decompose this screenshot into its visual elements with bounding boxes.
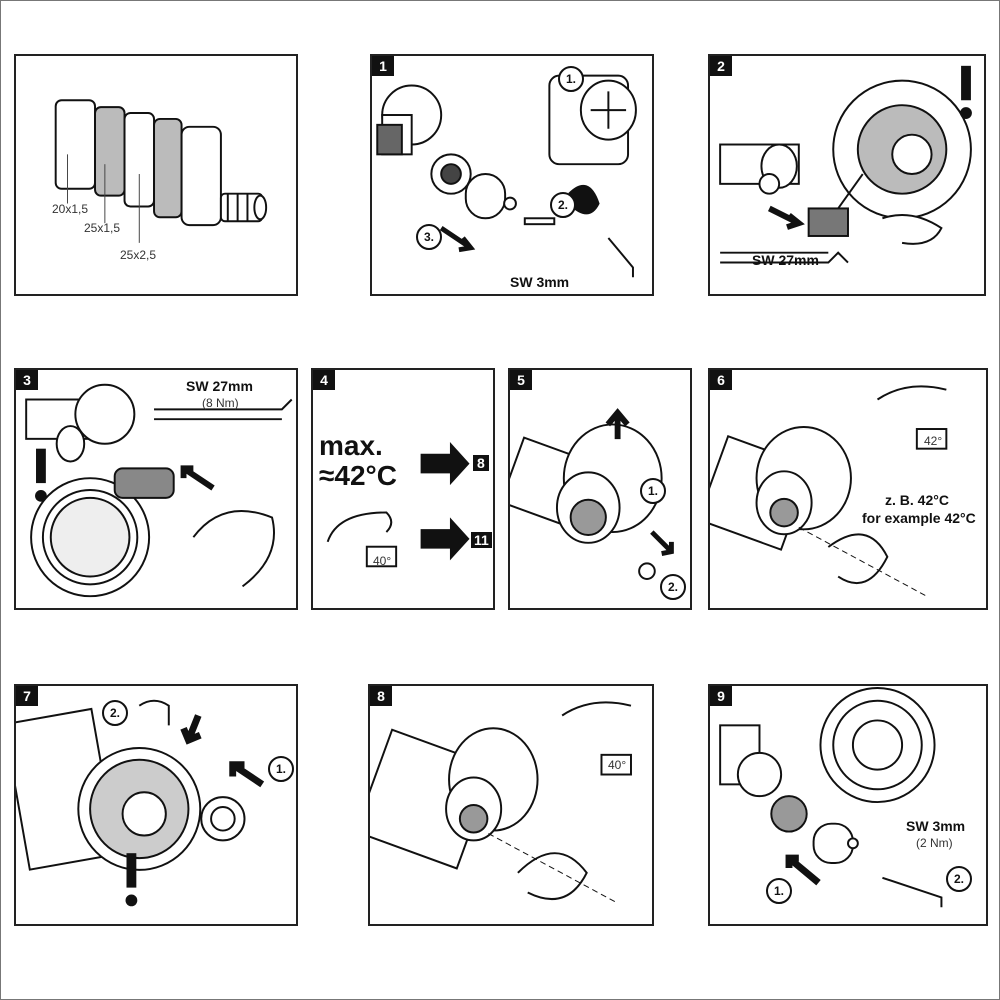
tool-label: SW 3mm	[906, 818, 966, 834]
step-number: 7	[16, 686, 38, 706]
step-number: 8	[370, 686, 392, 706]
panel-step-5: 5 1. 2.	[508, 368, 692, 610]
goto-step-a: 8	[473, 455, 489, 471]
step-marker-2: 2.	[660, 574, 686, 600]
example-temp-de: z. B. 42°C	[885, 492, 949, 508]
panel-step-1: 1 1. 2. 3. SW 3mm	[370, 54, 654, 296]
tool-label: SW 3mm	[510, 274, 570, 290]
step-6-illustration	[710, 385, 948, 597]
step-number: 9	[710, 686, 732, 706]
panel-step-9: 9 1. 2. SW 3mm (2 Nm)	[708, 684, 988, 926]
step-marker-1: 1.	[268, 756, 294, 782]
step-number: 1	[372, 56, 394, 76]
step-marker-3: 3.	[416, 224, 442, 250]
step-marker-1: 1.	[640, 478, 666, 504]
example-temp-en: for example 42°C	[862, 510, 976, 526]
step-number: 5	[510, 370, 532, 390]
tool-label: SW 27mm	[752, 252, 819, 268]
step-3-illustration	[25, 383, 293, 598]
step-marker-1: 1.	[558, 66, 584, 92]
step-4-illustration	[326, 442, 470, 568]
temperature-label: ≈42°C	[319, 460, 397, 491]
goto-step-b: 11	[471, 532, 492, 548]
tool-label: SW 27mm	[186, 378, 253, 394]
panel-step-6: 6 42° z. B. 42°C for example 42°C	[708, 368, 988, 610]
panel-step-3: 3 SW 27mm (8 Nm)	[14, 368, 298, 610]
panel-step-2: 2 SW 27mm	[708, 54, 986, 296]
panel-step-8: 8 40°	[368, 684, 654, 926]
step-marker-1: 1.	[766, 878, 792, 904]
thread-label-1: 20x1,5	[52, 202, 89, 216]
panel-cartridge-overview: 20x1,5 25x1,5 25x2,5	[14, 54, 298, 296]
step-7-illustration	[16, 699, 265, 907]
torque-label: (8 Nm)	[202, 396, 239, 410]
thread-label-3: 25x2,5	[120, 248, 157, 262]
step-marker-2: 2.	[550, 192, 576, 218]
step-number: 6	[710, 370, 732, 390]
step-number: 4	[313, 370, 335, 390]
step-5-illustration	[510, 408, 674, 580]
thermometer-display: 40°	[373, 554, 392, 568]
max-label: max.	[319, 430, 383, 461]
thread-label-2: 25x1,5	[84, 221, 121, 235]
step-2-illustration	[719, 65, 972, 264]
step-number: 2	[710, 56, 732, 76]
step-8-illustration	[370, 701, 632, 903]
step-marker-2: 2.	[102, 700, 128, 726]
torque-label: (2 Nm)	[916, 836, 953, 850]
step-marker-2: 2.	[946, 866, 972, 892]
step-1-illustration	[376, 74, 637, 278]
thermometer-display: 42°	[924, 434, 943, 448]
panel-step-7: 7 1. 2.	[14, 684, 298, 926]
step-9-illustration	[719, 686, 943, 908]
cartridge-illustration	[54, 99, 268, 243]
panel-step-4: 4 max. ≈42°C 8 11 40°	[311, 368, 495, 610]
step-number: 3	[16, 370, 38, 390]
thermometer-display: 40°	[608, 758, 627, 772]
